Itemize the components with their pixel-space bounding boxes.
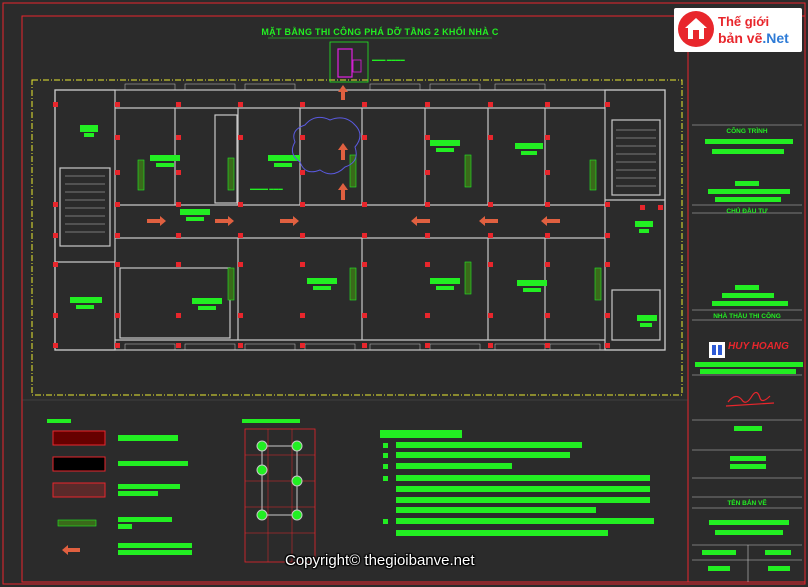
demolition-boundary: [31, 79, 683, 396]
logo-line-2: bản vẽ.Net: [718, 30, 789, 46]
tb-chu-dau-tu: CHỦ ĐẦU TƯ: [726, 208, 768, 215]
columns: [53, 102, 663, 348]
building-walls: [54, 89, 666, 351]
debris-zone-cloud: [291, 116, 361, 175]
site-logo[interactable]: Thế giới bản vẽ.Net: [674, 8, 802, 52]
inner-border: [21, 15, 806, 583]
legend: [47, 419, 192, 555]
signature: [725, 391, 775, 407]
stair-right: [616, 129, 656, 187]
hoist-symbol: [337, 48, 353, 78]
contractor-emblem-icon: [709, 342, 725, 358]
debris-zone-label: ▬▬▬▬ ▬▬▬: [250, 186, 283, 191]
logo-line-2b: .Net: [762, 30, 789, 46]
stair-left: [65, 175, 105, 233]
tb-nha-thau: NHÀ THẦU THI CÔNG: [713, 313, 781, 320]
title-block-bars: [695, 139, 803, 571]
title-block-grid: [692, 124, 802, 582]
drawing-title: MẶT BẰNG THI CÔNG PHÁ DỠ TẦNG 2 KHỐI NHÀ…: [261, 27, 499, 37]
copyright-watermark: Copyright© thegioibanve.net: [285, 552, 475, 569]
grid-diagram: [242, 419, 316, 563]
tb-cong-trinh: CÔNG TRÌNH: [726, 128, 768, 135]
logo-line-2a: bản vẽ: [718, 30, 763, 46]
logo-line-1: Thế giới: [718, 14, 770, 29]
tb-ten-ban-ve: TÊN BẢN VẼ: [727, 500, 767, 507]
hoist-label: ▬▬▬ ▬▬▬▬: [372, 57, 405, 62]
contractor-logo-text: HUY HOANG: [728, 341, 789, 352]
room-labels: [70, 125, 657, 327]
notes: [380, 430, 654, 536]
flow-arrows: [147, 85, 560, 226]
contractor-logo: HUY HOANG: [708, 340, 789, 360]
house-icon: [678, 11, 714, 47]
